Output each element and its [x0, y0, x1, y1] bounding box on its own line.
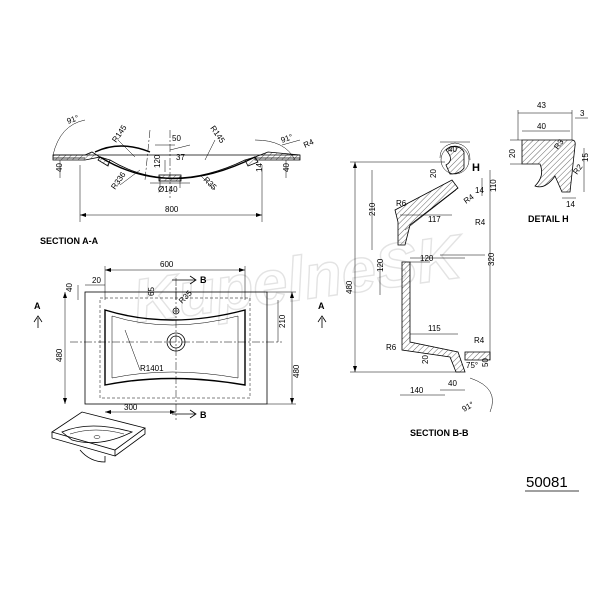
dim-plan-20: 20	[92, 276, 101, 285]
marker-b-bottom: B	[200, 410, 207, 420]
dim-bb-117: 117	[428, 215, 441, 224]
dim-bb-r4-top: R4	[462, 192, 476, 206]
dim-plan-r1401: R1401	[140, 364, 164, 373]
dim-bb-20-bottom: 20	[421, 355, 430, 364]
product-code: 50081	[526, 474, 568, 491]
dim-h-14: 14	[566, 200, 575, 209]
dim-plan-40: 40	[65, 283, 74, 292]
dim-aa-40-left: 40	[55, 163, 64, 172]
dim-bb-40-bottom: 40	[448, 379, 457, 388]
dim-aa-800: 800	[165, 205, 179, 214]
dim-bb-r6-top: R6	[396, 199, 407, 208]
dim-bb-320: 320	[487, 252, 496, 266]
dim-aa-120: 120	[153, 154, 162, 168]
marker-a-left: A	[34, 301, 41, 311]
dim-bb-20: 20	[429, 169, 438, 178]
dim-aa-r336: R336	[109, 170, 128, 191]
dim-bb-120-horiz: 120	[420, 254, 434, 263]
dim-h-3: 3	[580, 109, 585, 118]
dim-h-20: 20	[508, 149, 517, 158]
dim-aa-r145-left: R145	[110, 123, 129, 144]
dim-bb-120-vert: 120	[376, 258, 385, 272]
dim-aa-r145-right: R145	[208, 124, 227, 145]
dim-plan-300: 300	[124, 403, 138, 412]
dim-aa-40-right: 40	[282, 163, 291, 172]
dim-bb-r6-bottom: R6	[386, 343, 397, 352]
dim-aa-37: 37	[176, 153, 185, 162]
dim-aa-r4: R4	[302, 137, 316, 150]
dim-h-43: 43	[537, 101, 546, 110]
dim-h-40: 40	[537, 122, 546, 131]
marker-b-top: B	[200, 275, 207, 285]
dim-bb-50: 50	[481, 358, 490, 367]
dim-plan-65: 65	[147, 287, 156, 296]
dim-plan-480-left: 480	[55, 348, 64, 362]
dim-aa-r35: R35	[202, 175, 219, 192]
dim-plan-600: 600	[160, 260, 174, 269]
dim-aa-dia140: Ø140	[158, 185, 178, 194]
dim-aa-50: 50	[172, 134, 181, 143]
section-bb-title: SECTION B-B	[410, 428, 469, 438]
dim-bb-91deg: 91°	[461, 400, 476, 414]
isometric-view	[51, 411, 146, 463]
marker-a-right: A	[318, 301, 325, 311]
dim-bb-14: 14	[475, 186, 484, 195]
dim-bb-115: 115	[428, 324, 441, 333]
section-aa: 91° R145 50 R145 91° R4 40 R336 120 37 R…	[40, 113, 316, 246]
detail-h: 43 3 40 20 R3 15 R2 14 DETAIL H	[508, 101, 590, 224]
dim-bb-480: 480	[345, 280, 354, 294]
marker-h: H	[472, 162, 480, 174]
dim-aa-91-left: 91°	[66, 113, 80, 126]
dim-bb-40: 40	[448, 145, 457, 154]
dim-bb-210: 210	[368, 202, 377, 216]
dim-bb-140: 140	[410, 386, 424, 395]
dim-bb-r4-mid: R4	[475, 218, 486, 227]
section-bb: 40 20 110 14 210 R6 R4 117 R4 480 320 12…	[345, 141, 498, 438]
dim-aa-14: 14	[255, 163, 264, 172]
dim-h-15: 15	[581, 153, 590, 162]
dim-bb-110: 110	[489, 179, 498, 192]
dim-plan-210: 210	[278, 314, 287, 328]
dim-plan-480-right: 480	[292, 364, 301, 378]
section-aa-title: SECTION A-A	[40, 236, 99, 246]
dim-aa-91-right: 91°	[280, 132, 294, 145]
dim-bb-r4-bottom: R4	[474, 336, 485, 345]
detail-h-title: DETAIL H	[528, 214, 569, 224]
dim-bb-75deg: 75°	[466, 361, 478, 370]
